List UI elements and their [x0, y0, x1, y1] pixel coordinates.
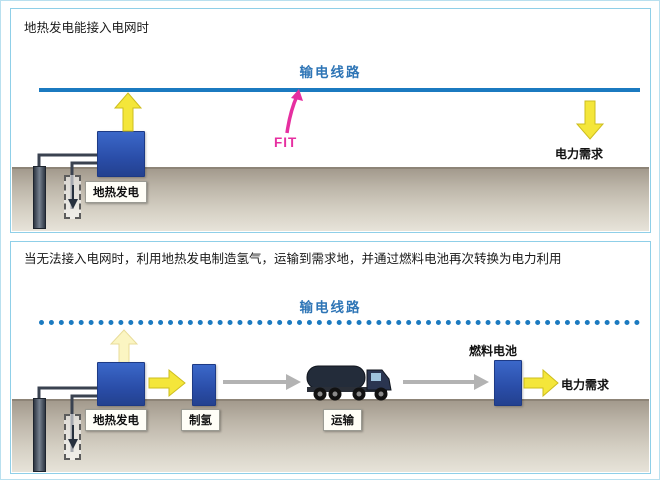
- flow-arrow-icon: [223, 374, 301, 390]
- grid-connected-panel: 地热发电能接入电网时 输电线路 FIT 电力需求 地热发电: [10, 8, 651, 233]
- fuel-cell-label: 燃料电池: [469, 344, 518, 358]
- up-arrow-icon: [113, 92, 143, 132]
- injection-well: [64, 175, 81, 219]
- right-arrow-icon: [523, 368, 559, 398]
- transmission-line-label: 输电线路: [299, 65, 362, 80]
- hydrogen-production-label: 制氢: [181, 409, 220, 431]
- truck-icon: [306, 365, 392, 401]
- flow-arrow-icon: [403, 374, 489, 390]
- top-panel-title: 地热发电能接入电网时: [24, 21, 150, 35]
- transmission-line: [39, 88, 640, 92]
- geothermal-plant-box: [97, 131, 145, 177]
- fit-label: FIT: [274, 135, 298, 150]
- right-arrow-icon: [148, 368, 186, 398]
- bottom-panel-title: 当无法接入电网时，利用地热发电制造氢气，运输到需求地，并通过燃料电池再次转换为电…: [24, 252, 562, 266]
- power-demand-label: 电力需求: [561, 378, 610, 392]
- geothermal-plant-box: [97, 362, 145, 406]
- hydrogen-plant-box: [192, 364, 216, 406]
- injection-well: [64, 414, 81, 460]
- geothermal-label: 地热发电: [85, 409, 147, 431]
- transmission-line-label: 输电线路: [299, 300, 362, 315]
- down-arrow-icon: [575, 100, 605, 140]
- down-arrow-small-icon: [67, 185, 78, 209]
- transmission-line-dotted: [39, 320, 640, 325]
- production-well: [33, 166, 46, 229]
- hydrogen-pathway-panel: 当无法接入电网时，利用地热发电制造氢气，运输到需求地，并通过燃料电池再次转换为电…: [10, 241, 651, 474]
- power-demand-label: 电力需求: [555, 147, 604, 161]
- faded-up-arrow-icon: [109, 329, 139, 365]
- production-well: [33, 398, 46, 472]
- fuel-cell-box: [494, 360, 522, 406]
- geothermal-label: 地热发电: [85, 181, 147, 203]
- fit-arrow-icon: [285, 89, 303, 134]
- transport-label: 运输: [323, 409, 362, 431]
- down-arrow-small-icon: [67, 425, 78, 449]
